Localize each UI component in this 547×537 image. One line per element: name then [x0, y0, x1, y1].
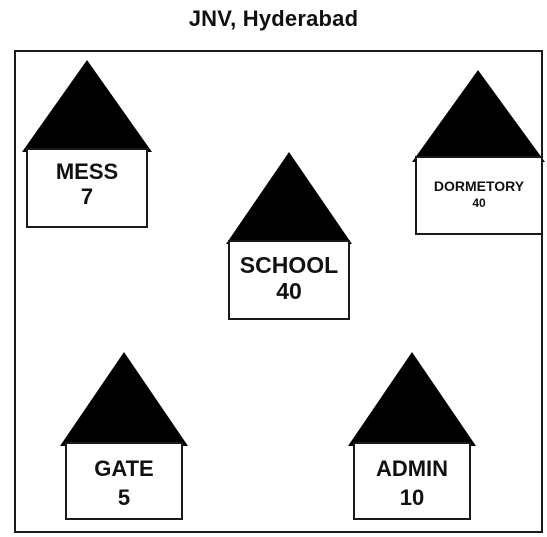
mess-label: MESS	[55, 159, 119, 184]
building-admin: ADMIN 10	[348, 352, 476, 520]
admin-roof-icon	[348, 352, 476, 446]
school-box: SCHOOL 40	[228, 240, 350, 320]
building-school: SCHOOL 40	[226, 152, 352, 320]
mess-box: MESS 7	[26, 148, 148, 228]
gate-label: GATE	[94, 456, 154, 481]
dormetory-label: DORMETORY	[433, 178, 525, 194]
gate-roof-icon	[60, 352, 188, 446]
dormetory-box: DORMETORY 40	[415, 156, 543, 235]
mess-count: 7	[80, 184, 94, 210]
mess-roof-icon	[22, 60, 152, 152]
building-mess: MESS 7	[22, 60, 152, 228]
campus-boundary	[14, 50, 543, 533]
school-count: 40	[276, 278, 302, 305]
dormetory-count: 40	[472, 196, 486, 211]
admin-box: ADMIN 10	[353, 442, 471, 520]
building-gate: GATE 5	[60, 352, 188, 520]
gate-count: 5	[117, 485, 131, 511]
school-label: SCHOOL	[239, 252, 339, 278]
building-dormetory: DORMETORY 40	[412, 70, 545, 235]
dormetory-roof-icon	[412, 70, 545, 162]
admin-count: 10	[399, 485, 425, 511]
gate-box: GATE 5	[65, 442, 183, 520]
admin-label: ADMIN	[375, 456, 449, 481]
diagram-title: JNV, Hyderabad	[188, 6, 359, 31]
school-roof-icon	[226, 152, 352, 244]
